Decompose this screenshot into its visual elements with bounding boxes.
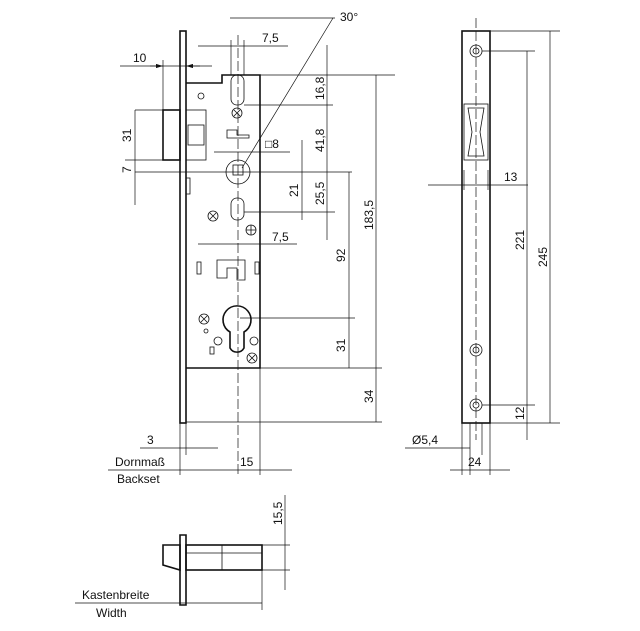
- dim-3: 3: [147, 433, 154, 447]
- dim-12: 12: [513, 406, 527, 420]
- lock-case: [186, 74, 261, 369]
- dim-25-5: 25,5: [313, 181, 327, 205]
- dim-7: 7: [120, 166, 134, 173]
- lock-bottom-view: [75, 495, 290, 610]
- dim-92: 92: [334, 248, 348, 262]
- dim-221: 221: [513, 230, 527, 250]
- dim-24: 24: [468, 455, 482, 469]
- faceplate-front-view: [405, 30, 560, 475]
- dim-10: 10: [133, 51, 147, 65]
- dim-245: 245: [536, 247, 550, 267]
- dim-31-latch: 31: [120, 128, 134, 142]
- dim-7-5-mid: 7,5: [272, 230, 289, 244]
- cylinder-cutout: [222, 305, 252, 353]
- dim-square-8: □8: [265, 137, 279, 151]
- latch-bolt: [162, 109, 181, 161]
- dim-16-8: 16,8: [313, 76, 327, 100]
- dim-31-cyl: 31: [334, 338, 348, 352]
- dim-7-5-top: 7,5: [262, 31, 279, 45]
- dim-15: 15: [240, 455, 254, 469]
- dim-diameter: Ø5,4: [412, 433, 438, 447]
- dim-41-8: 41,8: [313, 128, 327, 152]
- dim-34: 34: [362, 389, 376, 403]
- screw-icon: [231, 107, 243, 119]
- label-kastenbreite: Kastenbreite: [82, 588, 150, 602]
- dim-21: 21: [287, 183, 301, 197]
- faceplate: [179, 30, 187, 424]
- dim-angle: 30°: [340, 10, 358, 24]
- dim-183-5: 183,5: [362, 200, 376, 230]
- dim-13: 13: [504, 170, 518, 184]
- dim-15-5: 15,5: [271, 501, 285, 525]
- label-dornmass: Dornmaß: [115, 455, 165, 469]
- label-backset: Backset: [117, 472, 160, 486]
- label-width: Width: [96, 606, 127, 620]
- lock-side-view: [162, 30, 261, 424]
- dimension-lines: [108, 17, 395, 475]
